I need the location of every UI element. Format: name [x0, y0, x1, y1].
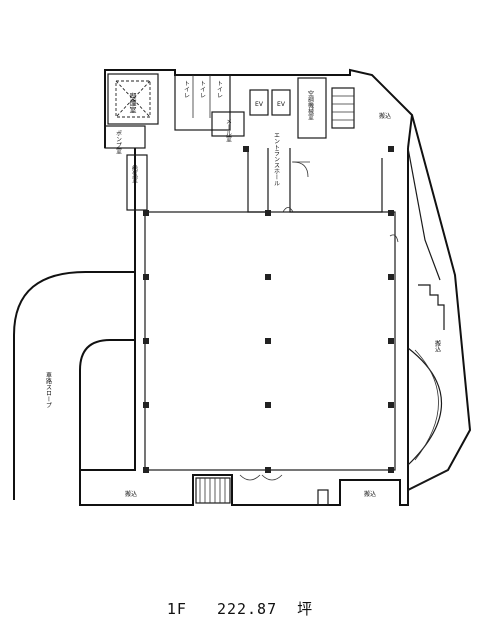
mail-room-label: メール室 — [225, 118, 232, 142]
parking-slope-outer — [13, 270, 135, 500]
curved-bay — [407, 347, 442, 466]
toilet-area — [174, 74, 231, 131]
smoking-room — [107, 73, 159, 125]
entrance-hall-label: エントランスホール — [273, 132, 280, 186]
floor-plan: 喫煙室 ポンプ室 トイレ トイレ トイレ メール室 EV EV 空調機械室 搬込… — [13, 68, 472, 506]
elevator-2-label: EV — [277, 101, 286, 108]
elevator-1 — [249, 89, 269, 116]
power-room-label: 給気室 — [131, 164, 138, 183]
pump-room-label: ポンプ室 — [115, 130, 122, 154]
pump-room — [104, 125, 146, 149]
stairs-top — [331, 87, 355, 129]
right-wing-outline — [407, 114, 472, 491]
floor-area: 222.87 — [216, 600, 278, 618]
exit-bottom-right-label: 搬込 — [364, 490, 376, 498]
entrance-hall-outline — [247, 148, 269, 213]
smoking-room-label: 喫煙室 — [129, 92, 137, 114]
air-room — [297, 77, 327, 139]
toilet-label-3: トイレ — [216, 80, 223, 98]
floor-number: 1F — [166, 600, 187, 618]
elevator-2 — [271, 89, 291, 116]
parking-slope-inner — [79, 339, 135, 470]
air-room-label: 空調機械室 — [307, 89, 314, 120]
core-outline — [104, 68, 414, 149]
power-room — [126, 154, 148, 211]
exit-top-right-label: 搬込 — [379, 112, 391, 120]
mail-room — [211, 111, 245, 137]
parking-slope-label: 車路スロープ — [45, 371, 52, 408]
floor-caption: 1F 222.87 坪 — [0, 598, 480, 619]
exit-bottom-left-label: 搬込 — [125, 490, 137, 498]
elevator-1-label: EV — [255, 101, 264, 108]
stairs-bottom — [195, 477, 231, 504]
toilet-label-1: トイレ — [183, 80, 190, 98]
toilet-label-2: トイレ — [199, 80, 206, 98]
columns — [143, 146, 394, 473]
main-floor-outline — [79, 148, 409, 506]
exit-right-label: 搬込 — [434, 339, 441, 353]
area-unit: 坪 — [297, 600, 314, 618]
